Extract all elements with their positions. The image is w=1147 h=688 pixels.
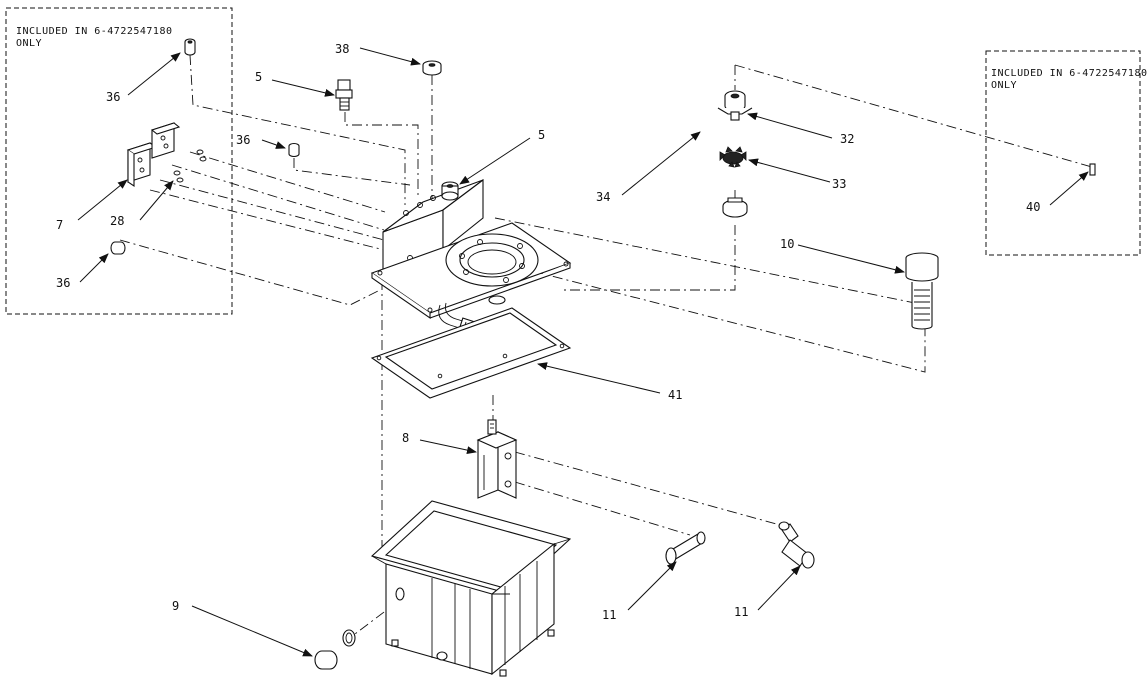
callout-10: 10	[780, 237, 794, 251]
callout-36-bottom-left: 36	[56, 276, 70, 290]
callout-32: 32	[840, 132, 854, 146]
right-kit-note-line1: INCLUDED IN 6-4722547180	[991, 68, 1147, 79]
right-kit-note-line2: ONLY	[991, 80, 1017, 91]
reservoir-tank	[370, 500, 572, 677]
fitting-11-right	[778, 521, 815, 569]
left-kit-note-line2: ONLY	[16, 38, 42, 49]
right-kit-box	[985, 50, 1141, 256]
gasket-41	[370, 307, 572, 399]
callout-9: 9	[172, 599, 179, 613]
callout-11-right: 11	[734, 605, 748, 619]
fitting-11-left	[665, 531, 706, 565]
drain-plug-9	[314, 629, 356, 670]
callout-7: 7	[56, 218, 63, 232]
breather-10	[905, 252, 939, 330]
callout-5-left: 5	[255, 70, 262, 84]
plug-36-mid	[288, 142, 300, 158]
callout-11-left: 11	[602, 608, 616, 622]
spider-33	[719, 146, 747, 168]
callout-38: 38	[335, 42, 349, 56]
plug-36-top	[184, 38, 196, 56]
callout-28: 28	[110, 214, 124, 228]
manifold-block	[382, 178, 484, 273]
callout-5-right: 5	[538, 128, 545, 142]
plug-36-bottom	[110, 241, 126, 255]
callout-36-top-left: 36	[106, 90, 120, 104]
pump-8	[476, 419, 518, 499]
cover-plate	[370, 222, 572, 320]
o-rings-28	[173, 149, 207, 183]
coupling-32	[717, 90, 753, 121]
callout-40: 40	[1026, 200, 1040, 214]
callout-34: 34	[596, 190, 610, 204]
callout-41: 41	[668, 388, 682, 402]
left-kit-note-line1: INCLUDED IN 6-4722547180	[16, 26, 173, 37]
assembly-lines	[119, 54, 1093, 641]
fitting-5-right	[441, 181, 459, 201]
key-40	[1089, 163, 1096, 176]
coupling-34	[722, 190, 748, 218]
callout-36-mid: 36	[236, 133, 250, 147]
cap-38	[422, 60, 442, 76]
fitting-5-left	[335, 79, 353, 111]
manifold-plates-7	[126, 122, 181, 188]
left-kit-box	[5, 7, 233, 315]
callout-33: 33	[832, 177, 846, 191]
callout-8: 8	[402, 431, 409, 445]
leader-lines	[77, 47, 1089, 657]
